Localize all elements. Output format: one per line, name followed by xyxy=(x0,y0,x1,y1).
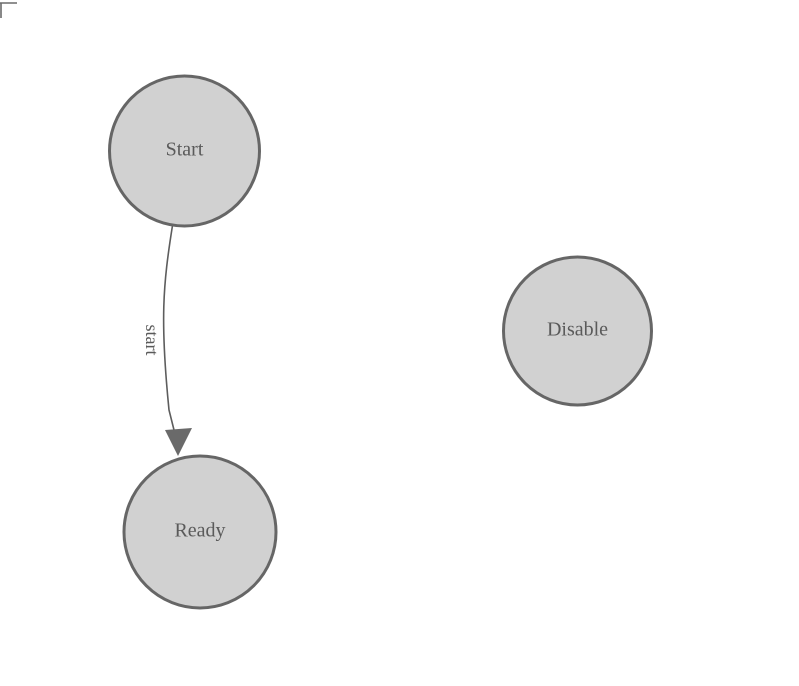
node-ready[interactable]: Ready xyxy=(122,454,278,610)
node-ready-label: Ready xyxy=(174,520,225,542)
node-ready-circle[interactable] xyxy=(122,454,278,610)
edge-line xyxy=(162,225,177,439)
node-disable-label: Disable xyxy=(547,319,608,341)
node-start-circle[interactable] xyxy=(108,74,261,228)
node-disable-circle[interactable] xyxy=(502,255,653,407)
edge-label-start: start xyxy=(142,325,162,356)
node-disable[interactable]: Disable xyxy=(502,255,653,407)
node-start-label: Start xyxy=(166,139,204,161)
node-start[interactable]: Start xyxy=(108,74,261,228)
top-left-corner-bracket-icon xyxy=(0,2,17,18)
edge-arrowhead-icon xyxy=(165,428,192,456)
edge-start-to-ready[interactable]: start xyxy=(142,225,192,457)
